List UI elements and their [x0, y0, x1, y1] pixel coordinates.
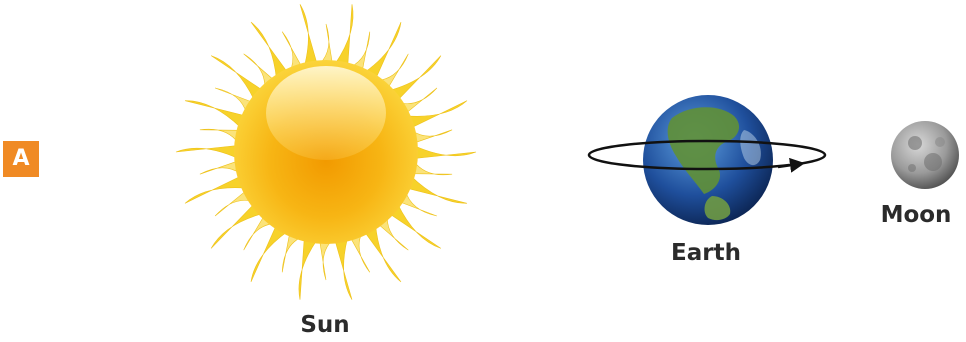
sun-ray — [185, 101, 246, 128]
earth-label: Earth — [646, 240, 766, 266]
sun — [176, 4, 476, 299]
sun-ray — [299, 237, 317, 299]
sun-ray — [320, 24, 333, 64]
sun-ray — [335, 237, 352, 299]
sun-ray — [251, 22, 288, 79]
sun-ray — [200, 129, 241, 143]
moon-disc — [891, 121, 959, 189]
sun-ray — [200, 161, 241, 174]
sun-highlight — [266, 66, 386, 160]
sun-ray — [300, 4, 317, 66]
sun-ray — [320, 240, 333, 280]
moon-crater — [908, 136, 922, 150]
sun-label: Sun — [265, 312, 385, 338]
sun-ray — [411, 161, 452, 175]
earth — [589, 95, 825, 225]
orbit-arrow-icon — [778, 164, 799, 167]
sun-ray — [251, 225, 288, 282]
moon-crater — [924, 153, 942, 171]
sun-ray — [411, 130, 452, 143]
moon-crater — [935, 137, 945, 147]
sun-ray — [176, 146, 238, 159]
moon — [891, 121, 959, 189]
moon-label: Moon — [866, 202, 966, 228]
sun-ray — [414, 146, 476, 159]
sun-ray — [364, 22, 401, 79]
sun-ray — [406, 176, 467, 203]
sun-ray — [364, 225, 401, 282]
moon-crater — [908, 164, 916, 172]
sun-ray — [335, 4, 353, 66]
